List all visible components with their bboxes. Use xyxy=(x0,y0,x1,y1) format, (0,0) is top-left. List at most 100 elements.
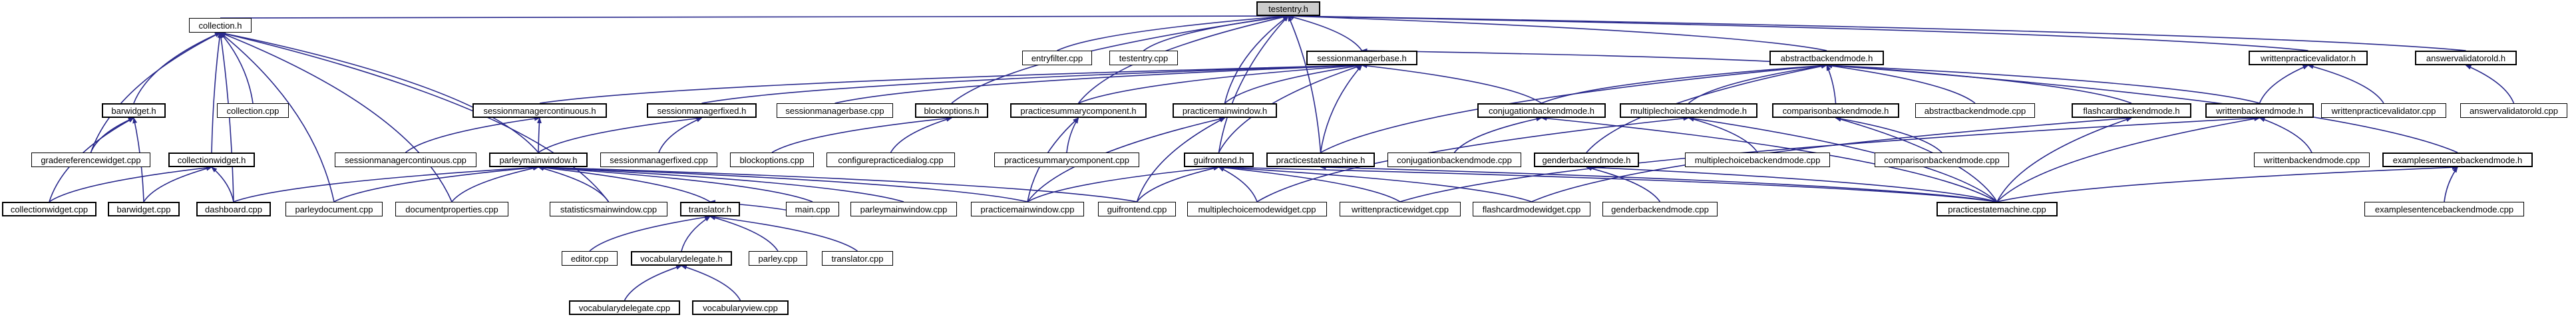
graph-node-writtenbackendmode-cpp[interactable]: writtenbackendmode.cpp xyxy=(2254,153,2370,167)
graph-node-testentry-cpp[interactable]: testentry.cpp xyxy=(1109,51,1178,65)
graph-node-multiplechoicebackendmode-h[interactable]: multiplechoicebackendmode.h xyxy=(1620,103,1757,118)
graph-edge xyxy=(1826,65,1837,104)
graph-node-translator-h[interactable]: translator.h xyxy=(680,202,740,216)
graph-node-blockoptions-cpp[interactable]: blockoptions.cpp xyxy=(730,153,814,167)
graph-node-answervalidatorold-h[interactable]: answervalidatorold.h xyxy=(2415,51,2517,65)
graph-edge xyxy=(1586,166,1661,202)
graph-edge xyxy=(709,214,858,252)
graph-node-practicestatemachine-h[interactable]: practicestatemachine.h xyxy=(1266,153,1375,167)
graph-edge xyxy=(1224,63,1363,104)
graph-node-main-cpp[interactable]: main.cpp xyxy=(786,202,839,216)
graph-node-blockoptions-h[interactable]: blockoptions.h xyxy=(915,103,988,118)
graph-node-conjugationbackendmode-cpp[interactable]: conjugationbackendmode.cpp xyxy=(1387,153,1521,167)
graph-edge xyxy=(1688,63,1827,104)
graph-edge xyxy=(2465,65,2515,104)
graph-edge xyxy=(1688,117,1758,153)
graph-edge xyxy=(133,32,221,104)
graph-node-parleymainwindow-h[interactable]: parleymainwindow.h xyxy=(489,153,588,167)
graph-node-barwidget-cpp[interactable]: barwidget.cpp xyxy=(108,202,180,216)
graph-node-parleydocument-cpp[interactable]: parleydocument.cpp xyxy=(285,202,383,216)
graph-edge xyxy=(1288,15,1322,153)
graph-edge xyxy=(1288,13,2308,51)
graph-node-translator-cpp[interactable]: translator.cpp xyxy=(822,251,893,266)
graph-edge xyxy=(211,166,234,202)
graph-edge xyxy=(538,116,703,153)
graph-edge xyxy=(90,117,134,153)
graph-edge xyxy=(143,166,212,202)
graph-node-configurepracticedialog-cpp[interactable]: configurepracticedialog.cpp xyxy=(827,153,955,167)
graph-node-sessionmanagerfixed-h[interactable]: sessionmanagerfixed.h xyxy=(647,103,757,118)
graph-node-answervalidatorold-cpp[interactable]: answervalidatorold.cpp xyxy=(2460,103,2567,118)
graph-node-practicesummarycomponent-cpp[interactable]: practicesummarycomponent.cpp xyxy=(994,153,1139,167)
graph-node-vocabularydelegate-h[interactable]: vocabularydelegate.h xyxy=(631,251,732,266)
graph-node-comparisonbackendmode-cpp[interactable]: comparisonbackendmode.cpp xyxy=(1875,153,2009,167)
graph-node-statisticsmainwindow-cpp[interactable]: statisticsmainwindow.cpp xyxy=(550,202,667,216)
graph-edge xyxy=(538,166,610,202)
graph-node-sessionmanagerfixed-cpp[interactable]: sessionmanagerfixed.cpp xyxy=(600,153,717,167)
graph-edge xyxy=(1826,63,2132,104)
graph-node-genderbackendmode-h[interactable]: genderbackendmode.h xyxy=(1534,153,1639,167)
graph-node-sessionmanagercontinuous-cpp[interactable]: sessionmanagercontinuous.cpp xyxy=(335,153,476,167)
graph-edge xyxy=(405,116,540,153)
graph-node-practicemainwindow-h[interactable]: practicemainwindow.h xyxy=(1173,103,1277,118)
graph-edge xyxy=(1057,14,1289,51)
graph-edge xyxy=(1136,166,1220,202)
graph-node-collectionwidget-cpp[interactable]: collectionwidget.cpp xyxy=(2,202,96,216)
graph-node-vocabularydelegate-cpp[interactable]: vocabularydelegate.cpp xyxy=(569,300,680,315)
graph-node-flashcardmodewidget-cpp[interactable]: flashcardmodewidget.cpp xyxy=(1473,202,1590,216)
graph-edge xyxy=(1218,166,1258,202)
graph-edge xyxy=(1218,15,1289,153)
graph-edge xyxy=(1826,63,2260,104)
graph-node-parleymainwindow-cpp[interactable]: parleymainwindow.cpp xyxy=(850,202,957,216)
graph-node-barwidget-h[interactable]: barwidget.h xyxy=(102,103,166,118)
graph-node-practicesummarycomponent-h[interactable]: practicesummarycomponent.h xyxy=(1010,103,1147,118)
graph-node-writtenpracticewidget-cpp[interactable]: writtenpracticewidget.cpp xyxy=(1340,202,1461,216)
graph-edge xyxy=(1143,14,1289,51)
graph-node-examplesentencebackendmode-cpp[interactable]: examplesentencebackendmode.cpp xyxy=(2364,202,2524,216)
graph-node-abstractbackendmode-cpp[interactable]: abstractbackendmode.cpp xyxy=(1915,103,2035,118)
graph-node-collection-cpp[interactable]: collection.cpp xyxy=(217,103,289,118)
graph-node-sessionmanagerbase-cpp[interactable]: sessionmanagerbase.cpp xyxy=(777,103,893,118)
graph-edge xyxy=(211,32,222,153)
graph-node-practicemainwindow-cpp[interactable]: practicemainwindow.cpp xyxy=(971,202,1084,216)
graph-edge xyxy=(90,32,221,153)
graph-node-guifrontend-h[interactable]: guifrontend.h xyxy=(1184,153,1254,167)
graph-node-practicestatemachine-cpp[interactable]: practicestatemachine.cpp xyxy=(1936,202,2058,216)
graph-node-examplesentencebackendmode-h[interactable]: examplesentencebackendmode.h xyxy=(2382,153,2533,167)
graph-node-editor-cpp[interactable]: editor.cpp xyxy=(562,251,618,266)
graph-node-dashboard-cpp[interactable]: dashboard.cpp xyxy=(196,202,271,216)
graph-edge xyxy=(536,117,542,153)
graph-node-collectionwidget-h[interactable]: collectionwidget.h xyxy=(168,153,255,167)
graph-edge xyxy=(701,63,1363,104)
graph-node-sessionmanagercontinuous-h[interactable]: sessionmanagercontinuous.h xyxy=(472,103,607,118)
graph-node-flashcardbackendmode-h[interactable]: flashcardbackendmode.h xyxy=(2072,103,2191,118)
graph-node-sessionmanagerbase-h[interactable]: sessionmanagerbase.h xyxy=(1306,51,1417,65)
graph-edge xyxy=(1288,13,1827,51)
graph-node-writtenbackendmode-h[interactable]: writtenbackendmode.h xyxy=(2205,103,2314,118)
graph-edge xyxy=(658,117,703,153)
graph-node-collection-h[interactable]: collection.h xyxy=(189,18,252,33)
graph-node-parley-cpp[interactable]: parley.cpp xyxy=(749,251,807,266)
graph-edge xyxy=(538,164,1137,202)
graph-node-entryfilter-cpp[interactable]: entryfilter.cpp xyxy=(1022,51,1092,65)
graph-node-vocabularyview-cpp[interactable]: vocabularyview.cpp xyxy=(692,300,789,315)
graph-node-multiplechoicebackendmode-cpp[interactable]: multiplechoicebackendmode.cpp xyxy=(1685,153,1830,167)
graph-node-guifrontend-cpp[interactable]: guifrontend.cpp xyxy=(1098,202,1176,216)
graph-node-testentry-h[interactable]: testentry.h xyxy=(1256,1,1320,16)
graph-node-abstractbackendmode-h[interactable]: abstractbackendmode.h xyxy=(1769,51,1884,65)
graph-edge xyxy=(681,216,711,252)
graph-edge xyxy=(1826,63,1976,104)
graph-edge xyxy=(220,13,1289,19)
graph-edge xyxy=(589,214,711,252)
graph-node-documentproperties-cpp[interactable]: documentproperties.cpp xyxy=(395,202,508,216)
graph-node-genderbackendmode-cpp[interactable]: genderbackendmode.cpp xyxy=(1602,202,1718,216)
graph-node-writtenpracticevalidator-cpp[interactable]: writtenpracticevalidator.cpp xyxy=(2321,103,2446,118)
graph-node-comparisonbackendmode-h[interactable]: comparisonbackendmode.h xyxy=(1772,103,1899,118)
graph-node-conjugationbackendmode-h[interactable]: conjugationbackendmode.h xyxy=(1477,103,1606,118)
graph-node-multiplechoicemodewidget-cpp[interactable]: multiplechoicemodewidget.cpp xyxy=(1187,202,1327,216)
graph-node-writtenpracticevalidator-h[interactable]: writtenpracticevalidator.h xyxy=(2249,51,2368,65)
graph-edge xyxy=(2307,64,2384,104)
graph-edge xyxy=(1288,13,2466,51)
graph-node-gradereferencewidget-cpp[interactable]: gradereferencewidget.cpp xyxy=(31,153,150,167)
